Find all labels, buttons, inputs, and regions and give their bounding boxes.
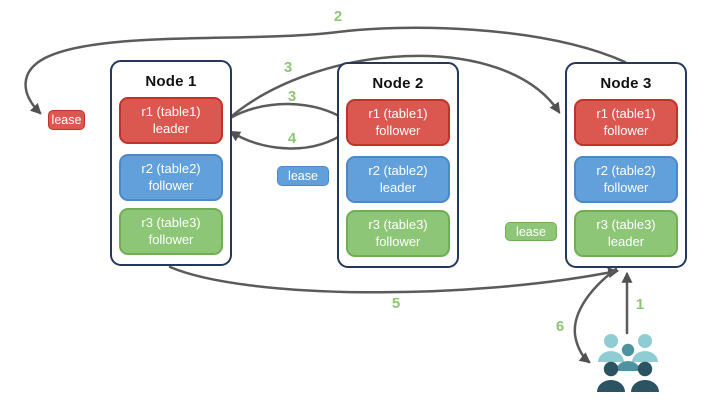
- replica-role: leader: [607, 233, 645, 249]
- users-group-icon: [597, 334, 659, 392]
- replica-label: r3 (table3): [141, 215, 201, 231]
- node-1-title: Node 1: [145, 73, 197, 90]
- node-3-replica-r2: r2 (table2) follower: [574, 156, 678, 203]
- arrow-step-2-node3-to-lease1: [24, 26, 627, 115]
- node-3-box: Node 3 r1 (table1) follower r2 (table2) …: [565, 62, 687, 268]
- node-1-box: Node 1 r1 (table1) leader r2 (table2) fo…: [110, 60, 232, 266]
- node-3-replica-r3: r3 (table3) leader: [574, 210, 678, 257]
- replica-role: follower: [375, 122, 421, 138]
- node-3-replica-r1: r1 (table1) follower: [574, 99, 678, 146]
- replica-label: r1 (table1): [368, 106, 428, 122]
- node-1-replica-r3: r3 (table3) follower: [119, 208, 223, 255]
- step-label-3a: 3: [283, 59, 293, 76]
- node-3-title: Node 3: [600, 75, 652, 92]
- step-label-4: 4: [287, 130, 297, 147]
- step-label-5: 5: [391, 295, 401, 312]
- step-label-6: 6: [555, 318, 565, 335]
- node-2-box: Node 2 r1 (table1) follower r2 (table2) …: [337, 62, 459, 268]
- arrow-step-3-node1-to-node3: [224, 54, 561, 123]
- arrow-step-3-node1-to-node2: [225, 102, 349, 123]
- lease-badge-red: lease: [48, 110, 85, 130]
- lease-badge-blue: lease: [277, 166, 329, 186]
- replica-label: r1 (table1): [596, 106, 656, 122]
- replica-role: leader: [152, 120, 190, 136]
- replica-role: follower: [375, 233, 421, 249]
- arrow-step-6-node3-to-users: [573, 267, 618, 364]
- replica-label: r2 (table2): [596, 163, 656, 179]
- replica-role: follower: [603, 122, 649, 138]
- node-1-replica-r2: r2 (table2) follower: [119, 154, 223, 201]
- node-2-replica-r2: r2 (table2) leader: [346, 156, 450, 203]
- replica-role: follower: [603, 179, 649, 195]
- replica-label: r3 (table3): [596, 217, 656, 233]
- replica-role: leader: [379, 179, 417, 195]
- replica-role: follower: [148, 231, 194, 247]
- lease-badge-green: lease: [505, 222, 557, 241]
- replica-label: r1 (table1): [141, 104, 201, 120]
- replica-label: r3 (table3): [368, 217, 428, 233]
- arrow-step-4-node2-to-node1: [229, 130, 348, 150]
- replica-label: r2 (table2): [368, 163, 428, 179]
- node-2-title: Node 2: [372, 75, 424, 92]
- node-1-replica-r1: r1 (table1) leader: [119, 97, 223, 144]
- replica-label: r2 (table2): [141, 161, 201, 177]
- step-label-3b: 3: [287, 88, 297, 105]
- node-2-replica-r3: r3 (table3) follower: [346, 210, 450, 257]
- step-label-2: 2: [333, 8, 343, 25]
- replica-role: follower: [148, 177, 194, 193]
- step-label-1: 1: [635, 296, 645, 313]
- arrow-step-5-node1-to-node3: [168, 265, 620, 294]
- node-2-replica-r1: r1 (table1) follower: [346, 99, 450, 146]
